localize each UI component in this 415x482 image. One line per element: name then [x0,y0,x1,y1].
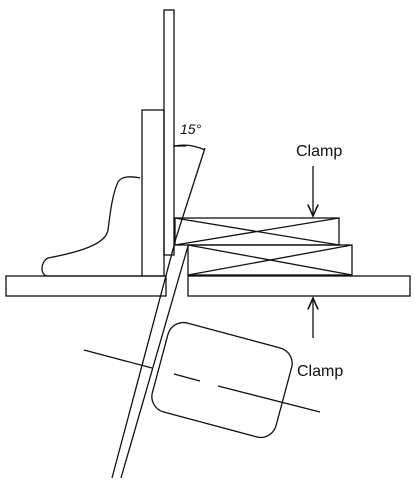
center-axis-a [83,349,153,369]
center-axis-c [217,385,321,413]
clamp-bottom-label: Clamp [297,363,343,380]
torch-head [151,321,293,439]
electrode-line-b [120,245,189,479]
angle-label: 15° [180,121,202,137]
angle-reference-line [175,147,206,239]
support-column [141,109,165,277]
center-axis-b [173,373,201,382]
base-plate-left [5,275,167,297]
clamp-top-label: Clamp [296,143,342,160]
lower-plate-cross-b [187,244,353,276]
vertical-wall [163,9,175,256]
gusset-support [41,176,142,277]
lower-plate [187,244,353,276]
electrode-line-a [111,237,177,479]
base-plate-right [187,275,411,297]
upper-plate-cross-b [174,217,340,246]
